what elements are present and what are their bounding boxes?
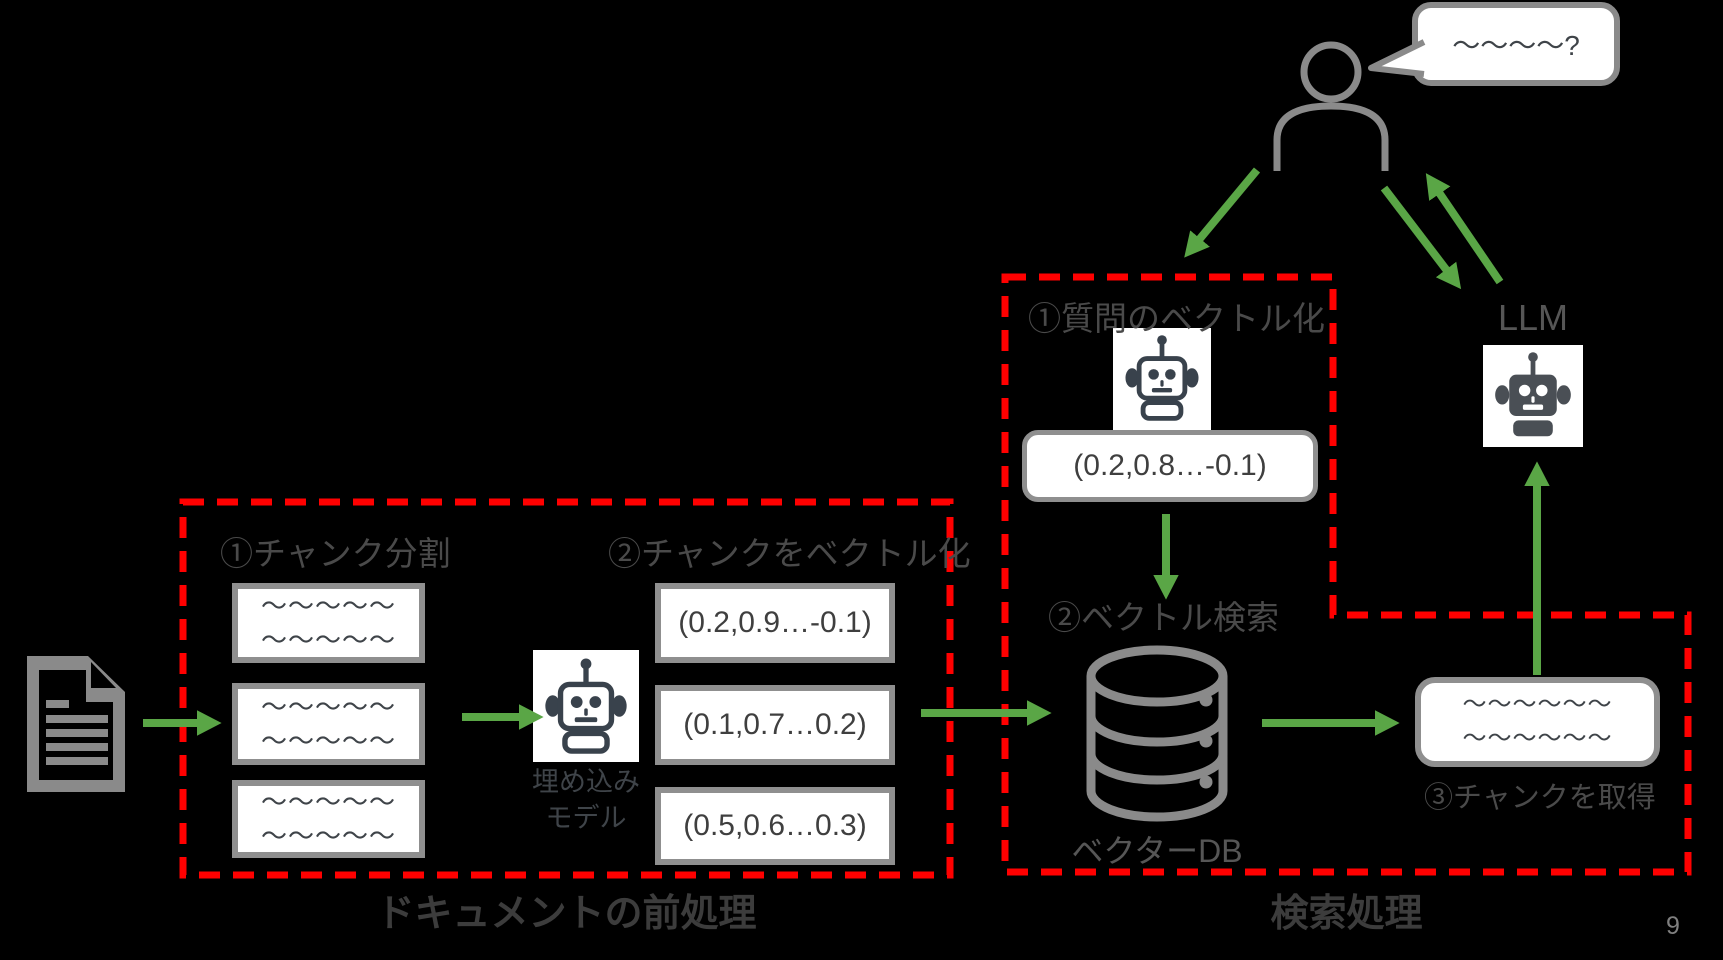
result-chunk-text: 〜〜〜〜〜〜 — [1462, 691, 1613, 718]
vector-db-icon — [1086, 645, 1228, 822]
chunk-text: 〜〜〜〜〜 — [260, 726, 396, 756]
result-chunk-text: 〜〜〜〜〜〜 — [1462, 725, 1613, 752]
arrow-user-to-query — [1184, 167, 1261, 258]
vector-value: (0.5,0.6…0.3) — [683, 809, 867, 842]
chunk-text: 〜〜〜〜〜 — [260, 591, 396, 621]
vector-box-3: (0.5,0.6…0.3) — [655, 787, 895, 865]
embedding-model-label-line1: 埋め込み — [532, 767, 640, 797]
preprocess-caption: ドキュメントの前処理 — [376, 893, 757, 935]
vector-value: (0.1,0.7…0.2) — [683, 708, 867, 741]
chunk-split-title: ①チャンク分割 — [220, 535, 451, 572]
chunk-box-1: 〜〜〜〜〜 〜〜〜〜〜 — [232, 583, 425, 663]
vector-value: (0.2,0.9…-0.1) — [678, 606, 872, 639]
speech-bubble-text: 〜〜〜〜? — [1452, 30, 1580, 61]
chunk-box-3: 〜〜〜〜〜 〜〜〜〜〜 — [232, 780, 425, 858]
user-icon — [1273, 41, 1389, 171]
embedding-model-label: 埋め込み モデル — [506, 764, 666, 836]
arrow-llm-to-user — [1425, 173, 1504, 285]
chunk-text: 〜〜〜〜〜 — [260, 692, 396, 722]
vector-search-title: ②ベクトル検索 — [1048, 599, 1279, 636]
chunk-text: 〜〜〜〜〜 — [260, 625, 396, 655]
chunk-retrieve-title: ③チャンクを取得 — [1424, 782, 1656, 814]
document-icon — [27, 656, 125, 792]
vectorize-title: ②チャンクをベクトル化 — [608, 535, 971, 572]
query-robot-icon — [1113, 328, 1211, 430]
retrieval-dashed-box — [1001, 273, 1692, 876]
embedding-model-label-line2: モデル — [545, 803, 627, 833]
vector-box-2: (0.1,0.7…0.2) — [655, 685, 895, 765]
vector-box-1: (0.2,0.9…-0.1) — [655, 583, 895, 663]
arrow-user-to-llm — [1380, 185, 1462, 290]
vector-db-label: ベクターDB — [1071, 833, 1243, 869]
retrieval-caption: 検索処理 — [1270, 893, 1423, 935]
chunk-box-2: 〜〜〜〜〜 〜〜〜〜〜 — [232, 683, 425, 765]
embedding-robot-icon — [533, 650, 639, 762]
query-vector-box: (0.2,0.8…-0.1) — [1022, 430, 1318, 502]
llm-label: LLM — [1497, 297, 1569, 338]
preprocess-dashed-box — [179, 498, 954, 879]
query-vectorize-title: ①質問のベクトル化 — [1028, 300, 1325, 337]
chunk-text: 〜〜〜〜〜 — [260, 821, 396, 851]
page-number: 9 — [1666, 912, 1680, 940]
query-vector-value: (0.2,0.8…-0.1) — [1073, 449, 1267, 482]
chunk-text: 〜〜〜〜〜 — [260, 787, 396, 817]
speech-bubble — [1368, 2, 1620, 86]
result-chunk-box: 〜〜〜〜〜〜 〜〜〜〜〜〜 — [1415, 677, 1660, 767]
llm-robot-icon — [1483, 345, 1583, 447]
